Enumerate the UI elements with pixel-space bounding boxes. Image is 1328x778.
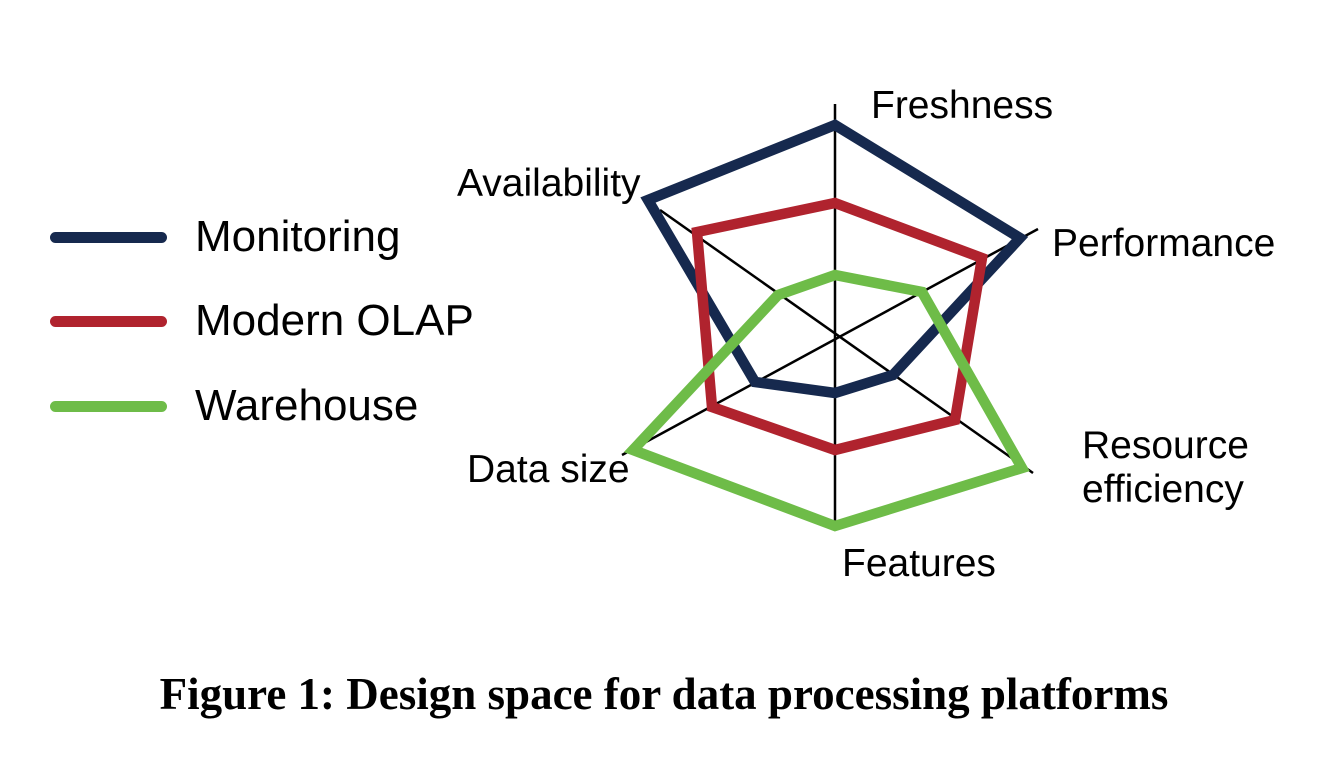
- axis-label-freshness: Freshness: [871, 84, 1054, 127]
- legend-item-warehouse: Warehouse: [50, 381, 419, 430]
- legend-swatch-monitoring-icon: [50, 231, 167, 243]
- legend-label-modern-olap: Modern OLAP: [195, 296, 474, 345]
- axis-label-resource-efficiency: Resource efficiency: [1082, 424, 1249, 511]
- legend-item-modern-olap: Modern OLAP: [50, 296, 474, 345]
- legend-label-monitoring: Monitoring: [195, 212, 401, 261]
- figure-caption: Figure 1: Design space for data processi…: [159, 669, 1169, 719]
- axis-label-data-size: Data size: [467, 448, 630, 491]
- legend-label-warehouse: Warehouse: [195, 381, 419, 430]
- axis-label-availability: Availability: [457, 162, 641, 205]
- legend-swatch-warehouse-icon: [50, 400, 167, 412]
- axis-label-features: Features: [842, 542, 996, 585]
- legend-swatch-modern-olap-icon: [50, 315, 167, 327]
- legend-item-monitoring: Monitoring: [50, 212, 401, 261]
- axis-label-performance: Performance: [1052, 222, 1276, 265]
